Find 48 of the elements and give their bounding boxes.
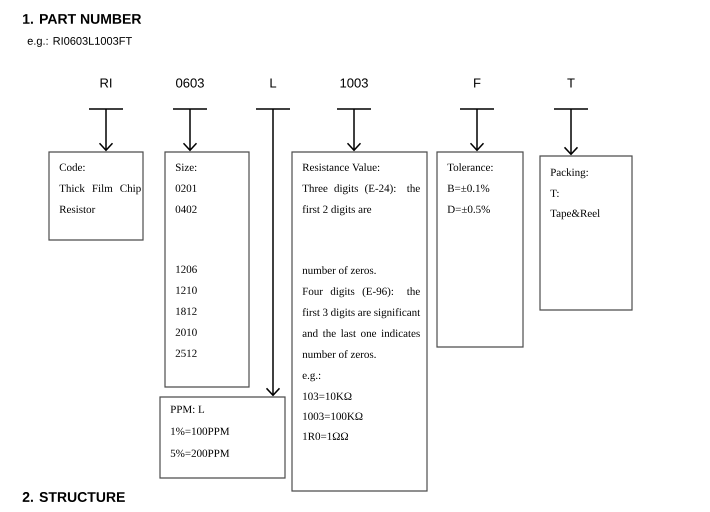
box-text: 1206 <box>176 266 197 274</box>
box-text: 1%=100PPM <box>171 428 230 436</box>
box-text: PPM: L <box>170 406 204 414</box>
arrow <box>460 108 494 152</box>
box-text: Thick Film Chip Resistor <box>59 184 141 214</box>
box-text: Resistance Value: <box>302 163 380 172</box>
box-text: Code: <box>60 163 85 172</box>
box-text: 1003=100KΩ <box>303 412 362 420</box>
box-text: 2512 <box>176 350 197 358</box>
info-box <box>436 151 524 348</box>
box-text: 1812 <box>176 308 197 316</box>
code-label: RI <box>100 78 112 88</box>
box-text: Size: <box>176 164 196 172</box>
box-text: T: <box>550 190 559 198</box>
arrow <box>173 108 207 152</box>
info-box <box>291 151 428 492</box>
code-label: T <box>567 78 575 88</box>
info-box <box>164 151 250 388</box>
arrow <box>337 108 371 152</box>
code-label: F <box>474 78 480 88</box>
box-text: Tape&Reel <box>550 209 600 220</box>
box-text: 2010 <box>176 328 197 336</box>
box-text: Packing: <box>550 168 588 178</box>
section-heading: 2. STRUCTURE <box>22 492 125 502</box>
box-text: 0402 <box>176 206 197 214</box>
code-label: 1003 <box>340 78 368 88</box>
box-text: e.g.: <box>302 373 320 382</box>
box-text: 0201 <box>176 184 197 192</box>
info-box <box>159 396 286 479</box>
box-text: Four digits (E-96): the first 3 digits are significant and the last one indicates number of zeros. <box>302 287 420 358</box>
arrow <box>256 108 290 396</box>
section-heading: 1. PART NUMBER <box>23 14 142 24</box>
box-text: B=±0.1% <box>448 184 490 192</box>
info-box <box>539 155 633 311</box>
box-text: number of zeros. <box>302 266 376 274</box>
arrow <box>89 108 123 152</box>
box-text: 5%=200PPM <box>170 450 230 458</box>
code-label: 0603 <box>176 78 204 88</box>
box-text: 103=10KΩ <box>303 392 352 400</box>
code-label: L <box>270 78 276 88</box>
box-text: Tolerance: <box>447 163 493 172</box>
box-text: Three digits (E-24): the first 2 digits are <box>302 184 420 216</box>
box-text: D=±0.5% <box>448 206 490 214</box>
box-text: 1R0=1ΩΩ <box>303 432 348 440</box>
info-box <box>48 151 144 241</box>
example-text: e.g.: RI0603L1003FT <box>28 37 132 47</box>
box-text: 1210 <box>176 286 197 294</box>
arrow <box>554 108 588 156</box>
